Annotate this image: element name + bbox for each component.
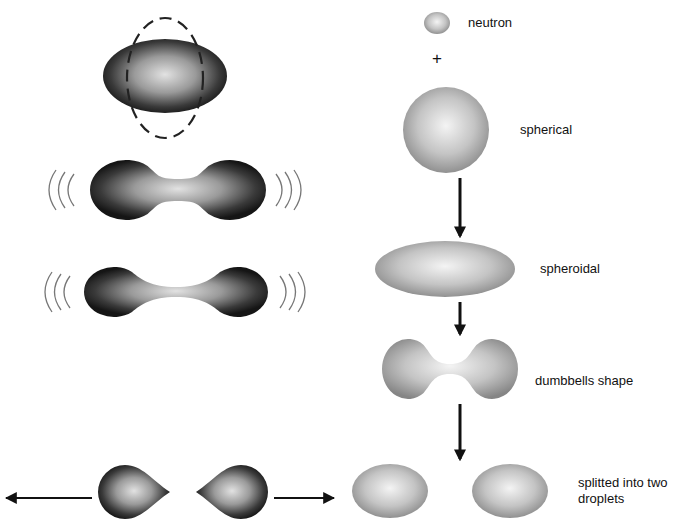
drop-stage: spheroidal [372,240,612,298]
drop-stage: dumbbells shape [380,338,670,400]
stage-label: dumbbells shape [535,373,633,389]
drop-body [382,339,518,399]
flow-arrow [459,178,462,236]
fragment-drop [98,465,170,519]
drop-stage: neutron [420,8,560,38]
drop-body [375,241,515,297]
drop-shape [350,463,690,519]
drop-stage: splitted into two droplets [350,463,690,519]
flow-arrow [459,404,462,459]
drop-shape [380,338,670,400]
necking-drop [84,267,268,317]
deformed-drop [90,160,266,220]
stage-label: splitted into two droplets [578,475,670,508]
flow-arrow [459,302,462,334]
motion-arrow [274,497,334,499]
stage-label: spheroidal [540,261,600,277]
motion-arrow [6,497,92,499]
drop-body [424,12,450,34]
vibration-arcs [45,272,305,312]
drop-stage: spherical [400,86,600,174]
stage-label: spherical [520,122,572,138]
drop-body [403,87,489,173]
fragment-drop [196,465,268,519]
oscillating-drop [103,39,227,113]
stage-label: neutron [468,15,512,31]
drop-body [472,464,548,518]
vibration-arcs [49,170,301,210]
drop-body [352,464,428,518]
plus-sign: + [432,50,442,67]
oscillation-outline [127,18,203,138]
